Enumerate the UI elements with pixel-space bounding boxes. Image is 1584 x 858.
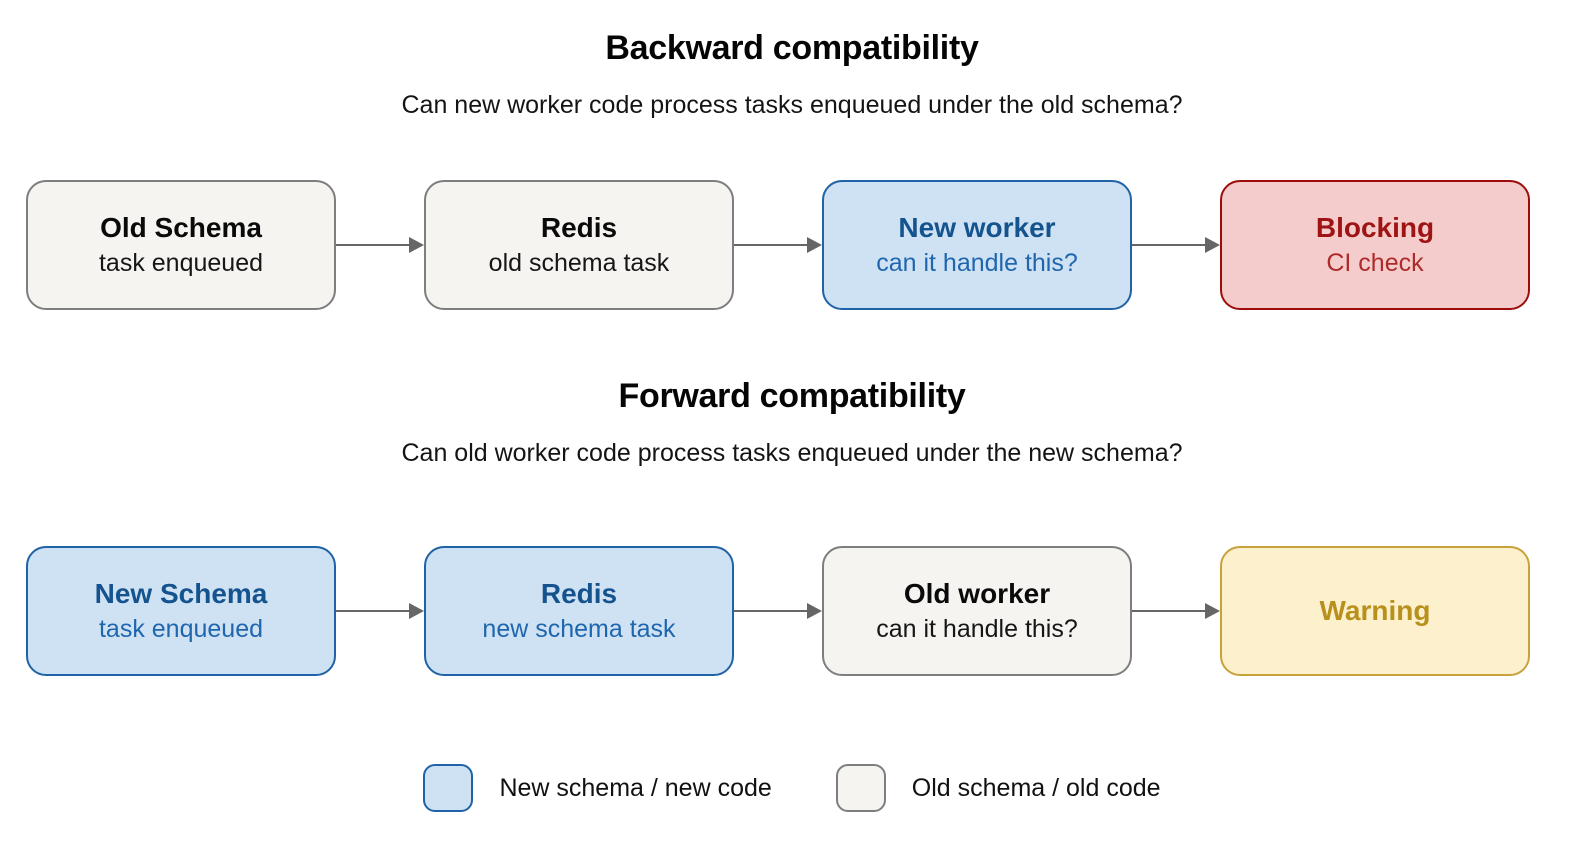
arrow-right-icon xyxy=(1205,237,1220,253)
arrow-line xyxy=(336,609,410,613)
backward-question: Can new worker code process tasks enqueu… xyxy=(401,91,1183,119)
backward-title: Backward compatibility xyxy=(605,29,979,67)
legend: New schema / new code Old schema / old c… xyxy=(0,764,1584,812)
arrow-right-icon xyxy=(1205,603,1220,619)
arrow-line xyxy=(336,243,410,247)
legend-item-old: Old schema / old code xyxy=(835,764,1161,812)
arrow-right-icon xyxy=(409,237,424,253)
node-subtitle: can it handle this? xyxy=(876,615,1078,643)
legend-swatch-new-icon xyxy=(423,764,474,812)
node-title: Old Schema xyxy=(100,212,262,243)
arrow-right-icon xyxy=(409,603,424,619)
flow-arrow xyxy=(1132,603,1220,619)
node-title: Old worker xyxy=(903,578,1051,609)
flow-arrow xyxy=(1132,237,1220,253)
forward-title: Forward compatibility xyxy=(618,377,966,415)
node-subtitle: can it handle this? xyxy=(876,249,1078,277)
node-new-worker: New worker can it handle this? xyxy=(822,180,1132,310)
arrow-line xyxy=(734,243,808,247)
arrow-right-icon xyxy=(807,237,822,253)
node-warning: Warning xyxy=(1220,546,1530,676)
legend-label-new: New schema / new code xyxy=(499,774,772,802)
node-title: New worker xyxy=(898,212,1056,243)
node-new-schema: New Schema task enqueued xyxy=(26,546,336,676)
arrow-line xyxy=(1132,243,1206,247)
node-subtitle: task enqueued xyxy=(98,249,264,277)
node-title: Warning xyxy=(1319,595,1431,626)
flow-arrow xyxy=(336,603,424,619)
node-subtitle: CI check xyxy=(1326,249,1424,277)
arrow-right-icon xyxy=(807,603,822,619)
node-subtitle: new schema task xyxy=(482,615,676,643)
node-redis-new: Redis new schema task xyxy=(424,546,734,676)
node-title: Redis xyxy=(540,212,618,243)
flow-arrow xyxy=(336,237,424,253)
legend-swatch-old-icon xyxy=(835,764,886,812)
legend-item-new: New schema / new code xyxy=(423,764,772,812)
backward-flow-row: Old Schema task enqueued Redis old schem… xyxy=(26,180,1530,310)
forward-question: Can old worker code process tasks enqueu… xyxy=(401,439,1183,467)
node-title: New Schema xyxy=(94,578,268,609)
node-title: Redis xyxy=(540,578,618,609)
node-subtitle: old schema task xyxy=(488,249,670,277)
flow-arrow xyxy=(734,603,822,619)
node-old-worker: Old worker can it handle this? xyxy=(822,546,1132,676)
node-title: Blocking xyxy=(1315,212,1435,243)
arrow-line xyxy=(734,609,808,613)
node-redis-old: Redis old schema task xyxy=(424,180,734,310)
arrow-line xyxy=(1132,609,1206,613)
legend-label-old: Old schema / old code xyxy=(911,774,1161,802)
node-subtitle: task enqueued xyxy=(98,615,264,643)
flow-arrow xyxy=(734,237,822,253)
node-old-schema: Old Schema task enqueued xyxy=(26,180,336,310)
forward-flow-row: New Schema task enqueued Redis new schem… xyxy=(26,546,1530,676)
node-blocking: Blocking CI check xyxy=(1220,180,1530,310)
